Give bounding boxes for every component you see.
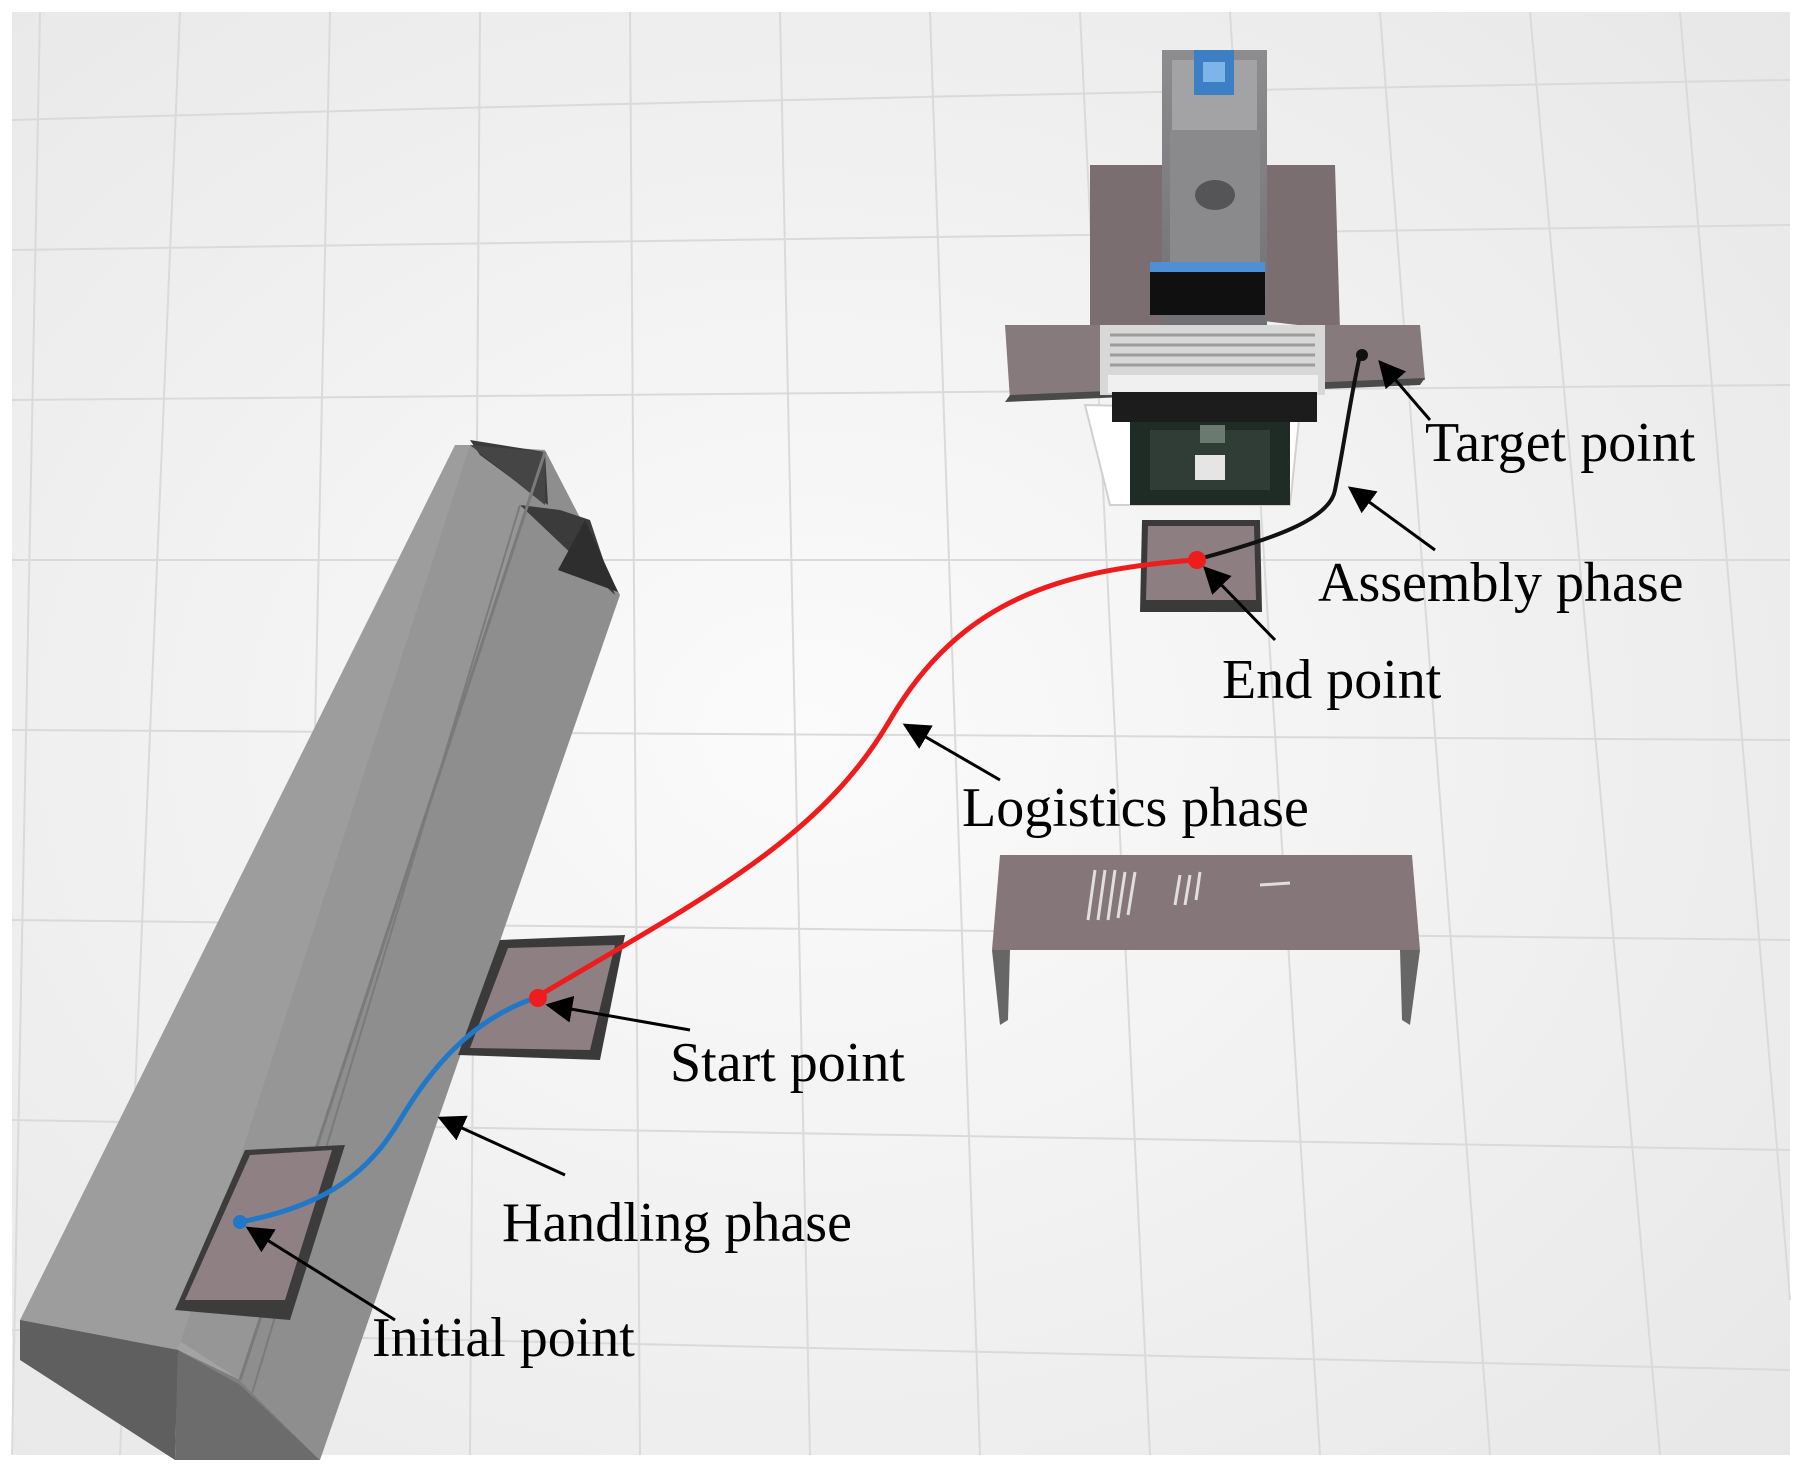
handling-phase-arrow [437,1115,566,1177]
logistics-path [533,557,1196,1001]
handling-phase-label: Handling phase [502,1192,852,1254]
work-table [992,855,1420,1025]
start-point-arrow [545,995,691,1032]
target-point-marker [1356,349,1368,361]
target-point-label: Target point [1425,412,1696,474]
machine-tool [1005,50,1425,506]
logistics-phase-arrow [902,723,1001,782]
end-point-label: End point [1222,649,1442,711]
assembly-path [1194,354,1362,562]
start-point-marker [529,989,547,1007]
handling-path [239,995,536,1225]
initial-point-marker [233,1215,247,1229]
storage-rack [20,440,620,1460]
annotation-arrows [245,359,1436,1322]
assembly-phase-arrow [1347,486,1436,552]
target-point-arrow [1378,359,1432,421]
end-point-marker [1188,551,1206,569]
logistics-phase-label: Logistics phase [962,777,1309,839]
initial-point-arrow [245,1226,396,1322]
start-point-label: Start point [670,1032,905,1094]
end-point-arrow [1203,566,1277,642]
pallet-initial-top [185,1150,332,1300]
assembly-phase-label: Assembly phase [1318,552,1684,614]
initial-point-label: Initial point [372,1307,635,1369]
